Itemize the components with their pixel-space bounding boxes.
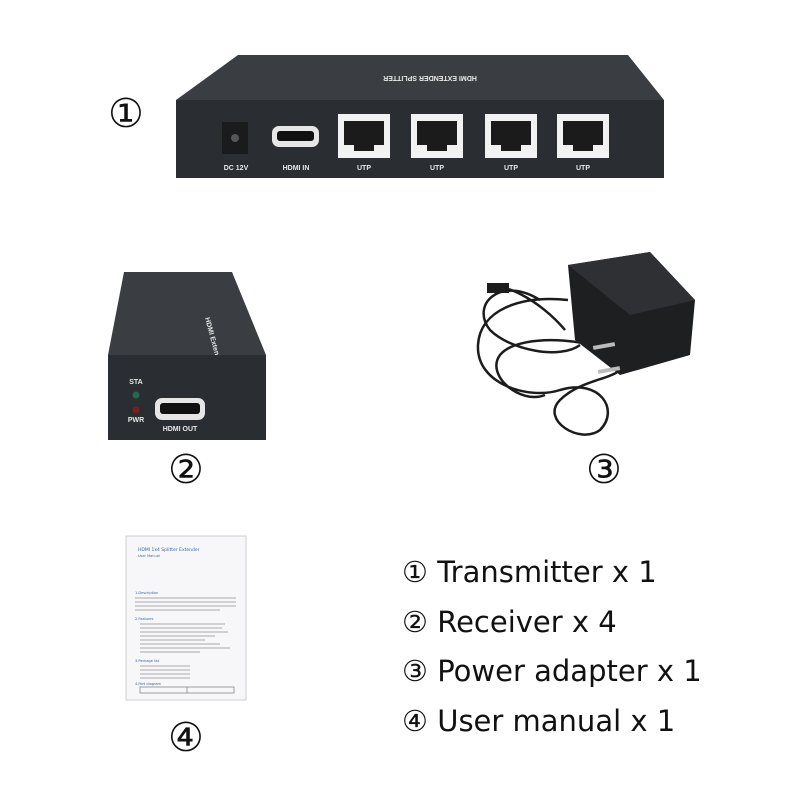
manual-title: HDMI 1x4 Splitter Extender (138, 547, 200, 553)
sta-led-icon (132, 391, 140, 399)
utp-port-icon (557, 114, 609, 158)
manual-section: 2.Features (135, 617, 154, 621)
list-marker: ④ (402, 703, 428, 738)
list-item: ③ Power adapter x 1 (402, 651, 702, 701)
transmitter-top (176, 55, 664, 100)
led-label: PWR (128, 417, 144, 424)
port-label: UTP (504, 165, 518, 172)
power-adapter-image (476, 252, 695, 436)
receiver-image: HDMI Extender STA PWR HDMI OUT (108, 272, 266, 440)
list-item: ④ User manual x 1 (402, 701, 702, 751)
utp-port-icon (485, 114, 537, 158)
marker-receiver: ② (168, 447, 204, 493)
utp-port-icon (411, 114, 463, 158)
package-contents-list: ① Transmitter x 1 ② Receiver x 4 ③ Power… (402, 552, 702, 750)
port-label: HDMI IN (283, 165, 310, 172)
list-text: Receiver x 4 (437, 604, 617, 639)
marker-transmitter: ① (108, 91, 144, 137)
list-item: ① Transmitter x 1 (402, 552, 702, 602)
marker-power-adapter: ③ (586, 447, 622, 493)
list-marker: ② (402, 604, 428, 639)
manual-subtitle: User Manual (138, 554, 160, 558)
transmitter-top-label: HDMI EXTENDER SPLITTER (383, 74, 477, 81)
led-label: STA (129, 379, 142, 386)
list-marker: ③ (402, 654, 428, 688)
list-text: Transmitter x 1 (437, 555, 657, 589)
port-label: UTP (357, 165, 371, 172)
list-marker: ① (402, 555, 428, 589)
manual-section: 3.Package list (135, 659, 160, 663)
transmitter-image: HDMI EXTENDER SPLITTER DC 12V HDMI IN UT… (176, 55, 664, 178)
receiver-top (108, 272, 266, 355)
manual-page (125, 535, 247, 701)
port-label: HDMI OUT (163, 426, 198, 433)
pwr-led-icon (132, 406, 140, 414)
port-label: UTP (430, 165, 444, 172)
port-label: DC 12V (224, 165, 249, 172)
list-text: User manual x 1 (437, 703, 676, 738)
port-label: UTP (576, 165, 590, 172)
utp-port-icon (338, 114, 390, 158)
user-manual-image: HDMI 1x4 Splitter Extender User Manual 1… (125, 535, 247, 701)
manual-section: 4.Port diagram (135, 682, 162, 686)
marker-user-manual: ④ (168, 715, 204, 761)
list-item: ② Receiver x 4 (402, 602, 702, 652)
manual-section: 1.Description (135, 591, 158, 595)
list-text: Power adapter x 1 (437, 654, 702, 688)
